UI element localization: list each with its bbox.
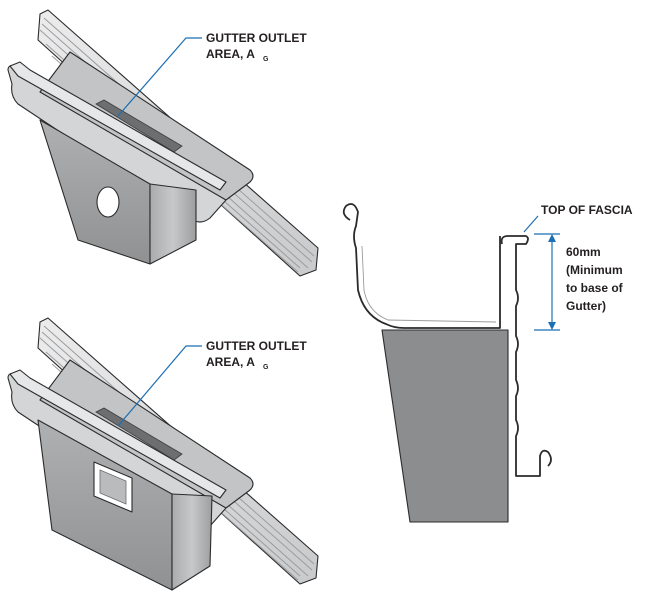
section-gutter-profile-inner (361, 245, 497, 323)
section-sump (381, 329, 509, 523)
bottom-outlet-label-line2: AREA, A (206, 355, 255, 369)
dim-label-line3: to base of (566, 281, 624, 295)
top-sump-round-outlet (96, 186, 120, 218)
bottom-outlet-label-subscript: G (263, 364, 269, 371)
dim-label-line4: Gutter) (566, 299, 606, 313)
bottom-sump-side (171, 493, 213, 591)
bottom-sump-square-outlet-inner (99, 469, 127, 505)
top-gutter-rim (9, 61, 227, 191)
top-outlet-leader (117, 37, 202, 117)
top-outlet-area (95, 99, 183, 153)
dimension-60mm (534, 233, 560, 331)
top-of-fascia-label: TOP OF FASCIA (541, 203, 633, 217)
dim-label-line1: 60mm (566, 245, 601, 259)
bottom-gutter-rim (9, 369, 227, 499)
section-gutter-profile (342, 203, 501, 329)
fascia-leader (523, 215, 539, 233)
top-sump-side (149, 183, 197, 265)
dim-label-line2: (Minimum (566, 263, 623, 277)
bottom-outlet-leader (117, 345, 202, 427)
bottom-outlet-label-line1: GUTTER OUTLET (206, 339, 307, 353)
section-view (342, 203, 552, 523)
section-fascia-profile (500, 235, 552, 477)
top-gutter-assembly (7, 9, 319, 277)
top-outlet-label-line1: GUTTER OUTLET (206, 31, 307, 45)
bottom-gutter-assembly (7, 317, 319, 591)
top-outlet-label-line2: AREA, A (206, 47, 255, 61)
top-outlet-label-subscript: G (263, 56, 269, 63)
bottom-outlet-area (95, 407, 183, 461)
